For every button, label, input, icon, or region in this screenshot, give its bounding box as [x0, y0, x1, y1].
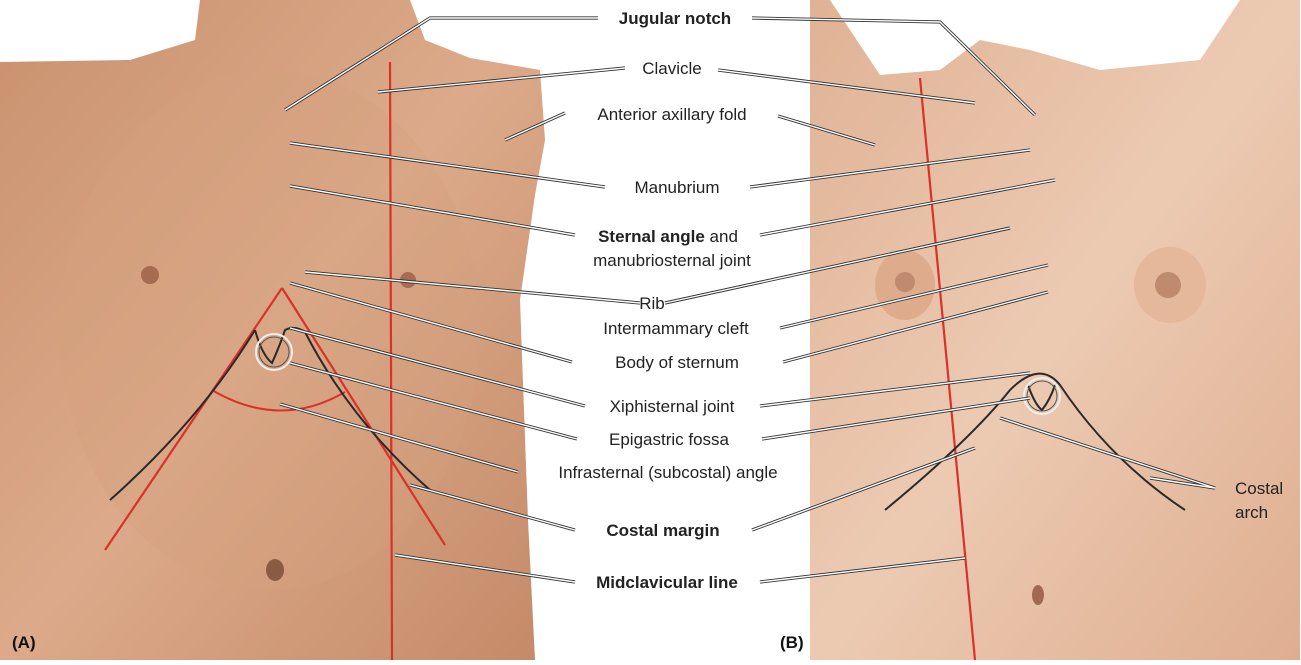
- label-midclavicular-line: Midclavicular line: [596, 573, 738, 592]
- label-xiphisternal-joint: Xiphisternal joint: [610, 397, 735, 416]
- label-infrasternal-angle: Infrasternal (subcostal) angle: [558, 463, 777, 482]
- label-costal: Costal: [1235, 479, 1283, 498]
- torso-b: [810, 0, 1300, 660]
- navel-b: [1032, 585, 1044, 605]
- label-rib: Rib: [639, 294, 665, 313]
- label-anterior-axillary-fold: Anterior axillary fold: [597, 105, 746, 124]
- nipple-right-b: [1155, 272, 1181, 298]
- label-manubrium: Manubrium: [634, 178, 719, 197]
- label-arch: arch: [1235, 503, 1268, 522]
- label-body-of-sternum: Body of sternum: [615, 353, 739, 372]
- label-jugular-notch: Jugular notch: [619, 9, 731, 28]
- nipple-left-b: [895, 272, 915, 292]
- label-clavicle: Clavicle: [642, 59, 702, 78]
- label-epigastric-fossa: Epigastric fossa: [609, 430, 730, 449]
- panel-label-a: (A): [12, 633, 36, 652]
- label-costal-margin: Costal margin: [606, 521, 719, 540]
- label-sternal-angle: Sternal angle and: [598, 227, 738, 246]
- navel-a: [266, 559, 284, 581]
- panel-label-b: (B): [780, 633, 804, 652]
- nipple-left-a: [141, 266, 159, 284]
- label-sternal-angle-and: and: [705, 227, 738, 246]
- label-manubriosternal-joint: manubriosternal joint: [593, 251, 751, 270]
- label-intermammary-cleft: Intermammary cleft: [603, 319, 749, 338]
- label-sternal-angle-bold: Sternal angle: [598, 227, 705, 246]
